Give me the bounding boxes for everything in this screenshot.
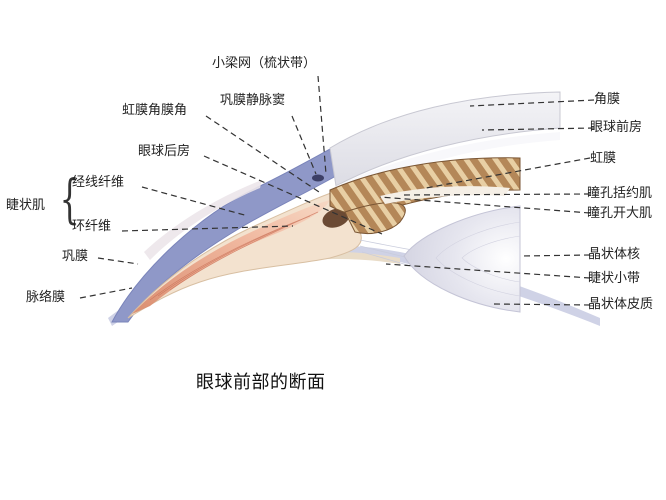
lens-shape xyxy=(403,205,521,313)
label-iris: 虹膜 xyxy=(590,151,617,166)
label-scleral-venous-sinus: 巩膜静脉窦 xyxy=(220,93,286,108)
diagram-title: 眼球前部的断面 xyxy=(196,372,326,393)
label-lens-nucleus: 晶状体核 xyxy=(588,247,641,262)
label-dilator-pupillae: 瞳孔开大肌 xyxy=(587,206,653,221)
label-circular-fibers: 环纤维 xyxy=(72,219,112,234)
label-lens-cortex: 晶状体皮质 xyxy=(588,297,654,312)
label-anterior-chamber: 眼球前房 xyxy=(590,120,643,135)
cornea-shape xyxy=(329,91,561,187)
label-sphincter-pupillae: 瞳孔括约肌 xyxy=(587,186,653,201)
label-ciliary-muscle: 睫状肌 xyxy=(6,198,46,213)
leader-lines xyxy=(79,75,595,306)
label-sclera: 巩膜 xyxy=(62,249,89,264)
label-posterior-chamber: 眼球后房 xyxy=(138,144,191,159)
ciliary-process xyxy=(322,208,350,228)
label-choroid: 脉络膜 xyxy=(26,290,66,305)
label-cornea: 角膜 xyxy=(594,92,621,107)
label-trabecular-meshwork: 小梁网（梳状带） xyxy=(212,56,317,71)
label-meridional-fibers: 经线纤维 xyxy=(72,175,125,190)
label-ciliary-zonule: 睫状小带 xyxy=(588,271,641,286)
scleral-venous-sinus-shape xyxy=(312,174,324,182)
label-iridocorneal-angle: 虹膜角膜角 xyxy=(122,103,188,118)
brace-ciliary-muscle: { xyxy=(59,170,80,230)
